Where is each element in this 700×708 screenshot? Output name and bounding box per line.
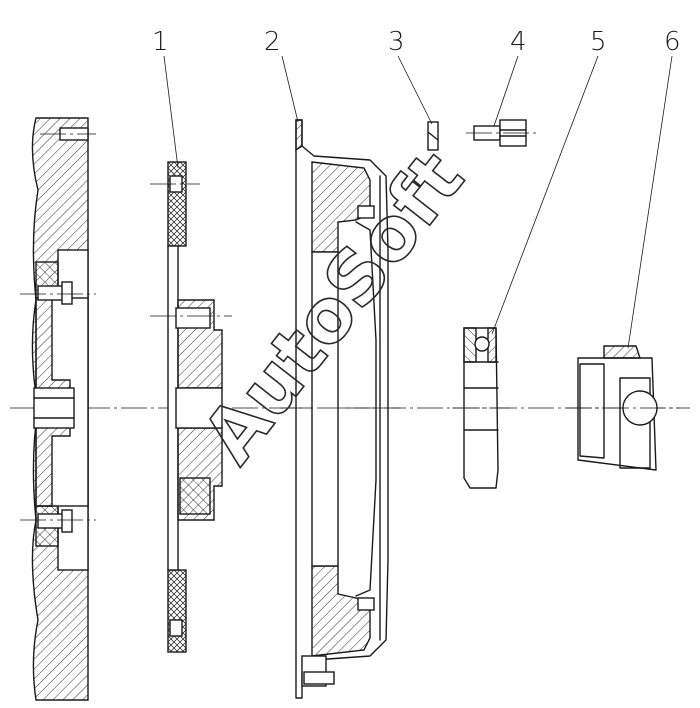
callout-4: 4 <box>510 27 527 57</box>
bolt <box>466 119 536 147</box>
callout-6: 6 <box>664 27 681 57</box>
release-bearing <box>452 327 510 489</box>
pressure-plate-cover <box>280 119 400 699</box>
callout-2: 2 <box>264 27 281 57</box>
driven-disc <box>150 161 232 653</box>
flywheel-section <box>20 117 96 701</box>
callout-1: 1 <box>152 27 169 57</box>
lock-washer <box>427 121 439 151</box>
callout-5: 5 <box>590 27 607 57</box>
release-sleeve <box>566 345 680 471</box>
leader-lines <box>163 55 673 349</box>
callout-3: 3 <box>388 27 405 57</box>
